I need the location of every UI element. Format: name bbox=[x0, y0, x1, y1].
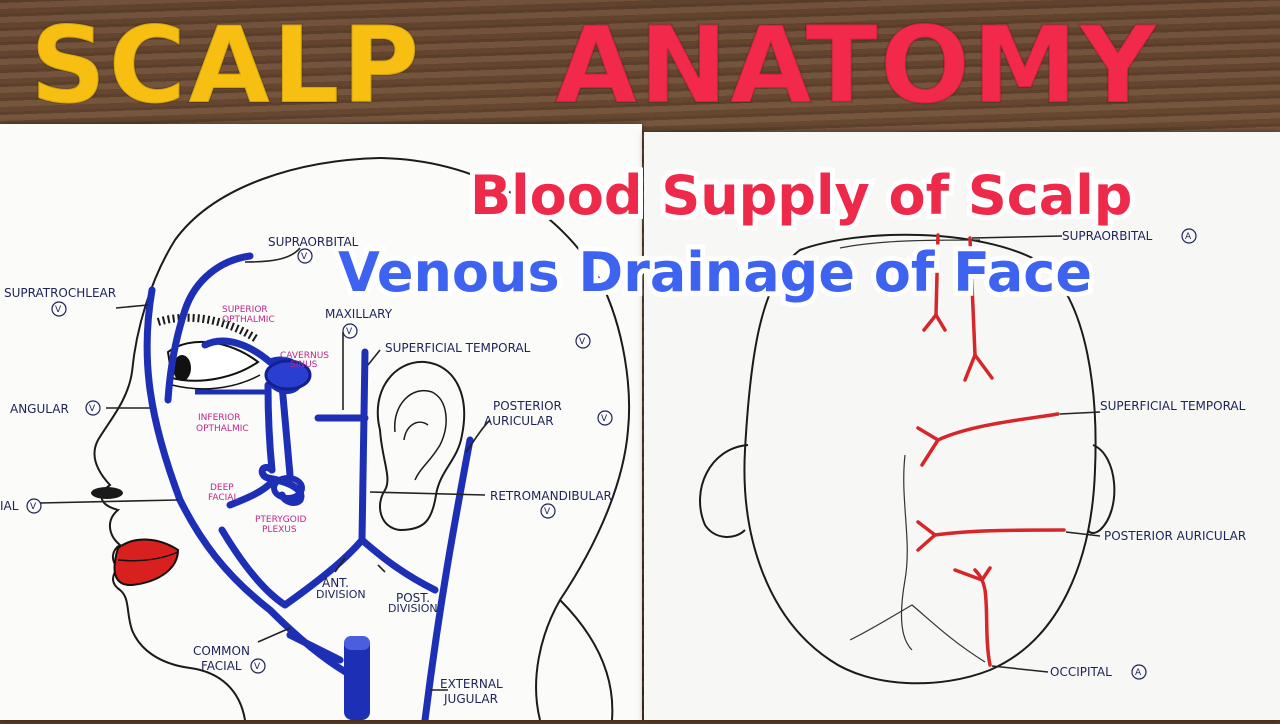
label-ant-division-1: ANT. bbox=[322, 576, 349, 590]
label-arrows bbox=[39, 247, 491, 691]
label-maxillary: MAXILLARY bbox=[325, 307, 393, 321]
subtitle-blood-supply: Blood Supply of Scalp bbox=[465, 161, 1137, 231]
label-cavernous-1: CAVERNUS bbox=[280, 351, 329, 361]
label-inf-ophthalmic-2: OPTHALMIC bbox=[196, 424, 249, 434]
eyebrow bbox=[156, 313, 261, 344]
svg-text:V: V bbox=[301, 252, 308, 262]
scalp-label-occipital: OCCIPITAL bbox=[1050, 665, 1112, 679]
cavernous-sinus bbox=[264, 359, 312, 391]
label-supratrochlear: SUPRATROCHLEAR bbox=[4, 286, 116, 300]
label-cavernous-2: SINUS bbox=[290, 360, 318, 370]
scalp-label-posterior-auricular: POSTERIOR AURICULAR bbox=[1104, 529, 1246, 543]
label-common-facial-2: FACIAL bbox=[201, 659, 242, 673]
label-posterior-1: POSTERIOR bbox=[493, 399, 562, 413]
artery-marks: A A bbox=[1131, 228, 1197, 680]
lips bbox=[113, 538, 180, 587]
scalp-label-supraorbital: SUPRAORBITAL bbox=[1062, 229, 1153, 243]
ear bbox=[376, 360, 466, 532]
label-post-division-1: POST. bbox=[396, 591, 430, 605]
label-common-facial-1: COMMON bbox=[193, 644, 250, 658]
scalp-arteries bbox=[916, 233, 1066, 667]
svg-text:V: V bbox=[601, 414, 608, 424]
label-posterior-2: AURICULAR bbox=[484, 414, 554, 428]
title-anatomy: ANATOMY bbox=[554, 4, 1159, 127]
svg-text:V: V bbox=[254, 662, 261, 672]
vein-marks: V V V V V V V V V bbox=[26, 248, 613, 674]
pterygoid-plexus bbox=[271, 475, 305, 501]
label-facial: IAL bbox=[0, 499, 19, 513]
title-scalp: SCALP bbox=[29, 4, 422, 127]
subtitle-venous-drainage: Venous Drainage of Face bbox=[333, 238, 1097, 308]
label-inf-ophthalmic-1: INFERIOR bbox=[198, 413, 241, 423]
title-banner: SCALP ANATOMY bbox=[0, 0, 1280, 135]
label-external-jugular-2: JUGULAR bbox=[443, 692, 498, 706]
svg-text:V: V bbox=[579, 337, 586, 347]
scalp-label-s: S bbox=[1050, 194, 1058, 208]
scalp-label-arrows bbox=[971, 235, 1101, 673]
label-deep-facial-1: DEEP bbox=[210, 483, 234, 493]
right-ear bbox=[1087, 444, 1116, 534]
nostril bbox=[91, 487, 123, 499]
label-sup-ophthalmic-2: OPTHALMIC bbox=[222, 315, 275, 325]
svg-text:V: V bbox=[30, 502, 37, 512]
svg-text:V: V bbox=[346, 327, 353, 337]
label-ant-division-2: DIVISION bbox=[316, 588, 366, 601]
label-retromandibular: RETROMANDIBULAR bbox=[490, 489, 612, 503]
label-deep-facial-2: FACIAL bbox=[208, 493, 238, 503]
left-ear bbox=[699, 444, 749, 538]
sagittal-suture bbox=[900, 454, 913, 651]
lambdoid-suture bbox=[849, 604, 986, 663]
svg-text:A: A bbox=[1185, 232, 1192, 242]
label-superficial-temporal: SUPERFICIAL TEMPORAL bbox=[385, 341, 531, 355]
neck-outline bbox=[559, 599, 614, 721]
label-supraorbital: SUPRAORBITAL bbox=[268, 235, 359, 249]
svg-text:V: V bbox=[544, 507, 551, 517]
head-outline bbox=[93, 156, 631, 721]
label-sup-ophthalmic-1: SUPERIOR bbox=[222, 305, 268, 315]
label-pterygoid-1: PTERYGOID bbox=[255, 515, 306, 525]
scalp-label-superficial-temporal: SUPERFICIAL TEMPORAL bbox=[1100, 399, 1246, 413]
label-external-jugular-1: EXTERNAL bbox=[440, 677, 503, 691]
scalp-artery-diagram: SUPRAORBITAL S SUPERFICIAL TEMPORAL POST… bbox=[699, 194, 1246, 685]
label-angular: ANGULAR bbox=[10, 402, 69, 416]
scalp-diagram-sheet: SUPRAORBITAL S SUPERFICIAL TEMPORAL POST… bbox=[644, 132, 1280, 720]
svg-text:V: V bbox=[55, 305, 62, 315]
face-vein-diagram: SUPRAORBITAL SUPRATROCHLEAR MAXILLARY SU… bbox=[0, 156, 631, 724]
face-diagram-sheet: SUPRAORBITAL SUPRATROCHLEAR MAXILLARY SU… bbox=[0, 124, 642, 724]
label-post-division-2: DIVISION bbox=[388, 602, 438, 615]
internal-jugular bbox=[344, 636, 370, 720]
label-pterygoid-2: PLEXUS bbox=[262, 525, 297, 535]
svg-text:V: V bbox=[89, 404, 96, 414]
svg-text:A: A bbox=[1135, 668, 1142, 678]
